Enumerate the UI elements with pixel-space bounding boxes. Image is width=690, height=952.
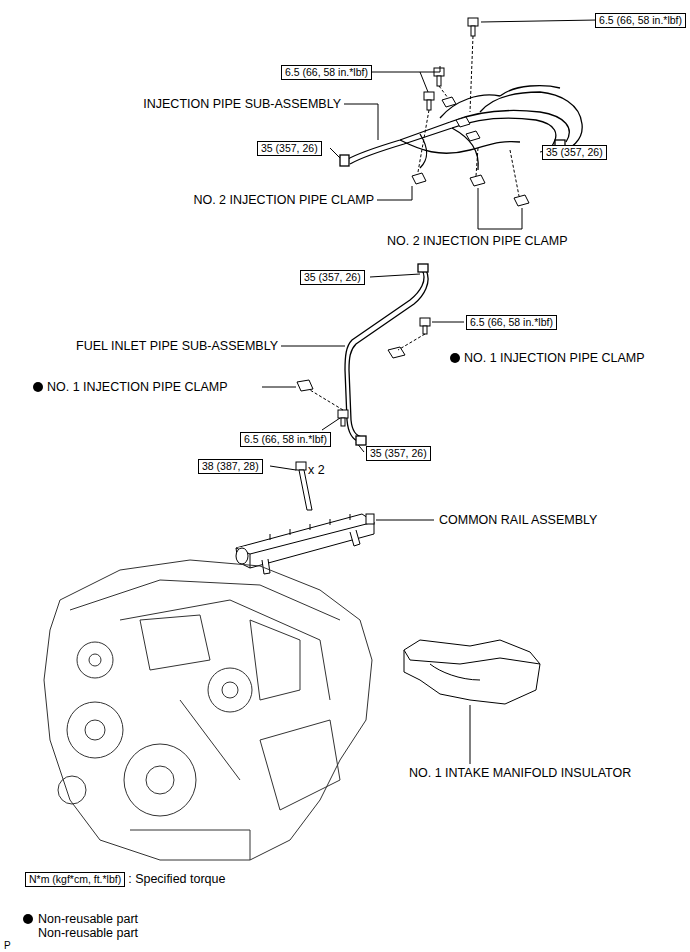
- label-text: P: [4, 940, 11, 951]
- hidden-line: [418, 36, 519, 196]
- non-reusable-mark: [23, 353, 460, 924]
- torque-value: 38 (387, 28): [202, 460, 259, 472]
- legend-torque-box: N*m (kgf*cm, ft.*lbf): [25, 872, 125, 887]
- leader-line: [262, 20, 597, 764]
- label-text: NO. 2 INJECTION PIPE CLAMP: [387, 234, 568, 248]
- fuel-inlet-pipe: [345, 264, 428, 445]
- part-name: NO. 1 INTAKE MANIFOLD INSULATOR: [408, 766, 632, 781]
- label-text: NO. 2 INJECTION PIPE CLAMP: [193, 193, 374, 207]
- part-name: NO. 2 INJECTION PIPE CLAMP: [386, 234, 569, 249]
- torque-value: 35 (357, 26): [546, 146, 603, 158]
- legend-label: Non-reusable part: [38, 926, 138, 940]
- torque-spec-box: 6.5 (66, 58 in.*lbf): [466, 315, 557, 330]
- label-text: Non-reusable part: [38, 912, 138, 926]
- label-text: FUEL INLET PIPE SUB-ASSEMBLY: [76, 339, 278, 353]
- label-text: INJECTION PIPE SUB-ASSEMBLY: [143, 97, 341, 111]
- part-name: INJECTION PIPE SUB-ASSEMBLY: [142, 97, 342, 112]
- hidden-line: [310, 334, 425, 410]
- legend-text: Non-reusable part: [37, 926, 139, 941]
- torque-value: 35 (357, 26): [304, 271, 361, 283]
- part-name: NO. 1 INJECTION PIPE CLAMP: [46, 380, 229, 395]
- label-text: COMMON RAIL ASSEMBLY: [439, 513, 597, 527]
- intake-manifold-insulator: [404, 640, 540, 704]
- torque-spec-box: 35 (357, 26): [257, 141, 322, 156]
- torque-value: N*m (kgf*cm, ft.*lbf): [29, 873, 121, 885]
- torque-spec-box: 35 (357, 26): [366, 446, 431, 461]
- label-text: NO. 1 INJECTION PIPE CLAMP: [47, 380, 228, 394]
- part-name: NO. 1 INJECTION PIPE CLAMP: [463, 351, 646, 366]
- torque-value: 35 (357, 26): [261, 142, 318, 154]
- torque-spec-box: 35 (357, 26): [542, 145, 607, 160]
- page-code: P: [3, 938, 12, 952]
- torque-value: 6.5 (66, 58 in.*lbf): [244, 433, 327, 445]
- torque-value: 35 (357, 26): [370, 447, 427, 459]
- pipe-clamp: [412, 97, 529, 206]
- part-name: FUEL INLET PIPE SUB-ASSEMBLY: [75, 339, 279, 354]
- part-name: COMMON RAIL ASSEMBLY: [438, 513, 598, 528]
- legend-text: : Specified torque: [127, 872, 226, 887]
- label-text: x 2: [308, 463, 325, 477]
- part-name: Non-reusable part: [37, 912, 139, 927]
- torque-spec-box: 6.5 (66, 58 in.*lbf): [240, 432, 331, 447]
- torque-value: 6.5 (66, 58 in.*lbf): [599, 14, 682, 26]
- label-text: NO. 1 INJECTION PIPE CLAMP: [464, 351, 645, 365]
- torque-value: 6.5 (66, 58 in.*lbf): [285, 66, 368, 78]
- quantity-note: x 2: [307, 463, 326, 478]
- torque-spec-box: 38 (387, 28): [198, 459, 263, 474]
- torque-spec-box: 35 (357, 26): [300, 270, 365, 285]
- torque-spec-box: 6.5 (66, 58 in.*lbf): [281, 65, 372, 80]
- label-text: NO. 1 INTAKE MANIFOLD INSULATOR: [409, 766, 631, 780]
- torque-value: 6.5 (66, 58 in.*lbf): [470, 316, 553, 328]
- bolt: [424, 18, 478, 110]
- legend-label: : Specified torque: [128, 872, 225, 886]
- engine-assembly: [44, 560, 372, 860]
- part-name: NO. 2 INJECTION PIPE CLAMP: [192, 193, 375, 208]
- torque-spec-box: 6.5 (66, 58 in.*lbf): [595, 13, 686, 28]
- pipe-clamp: [297, 318, 430, 426]
- common-rail: [236, 514, 374, 574]
